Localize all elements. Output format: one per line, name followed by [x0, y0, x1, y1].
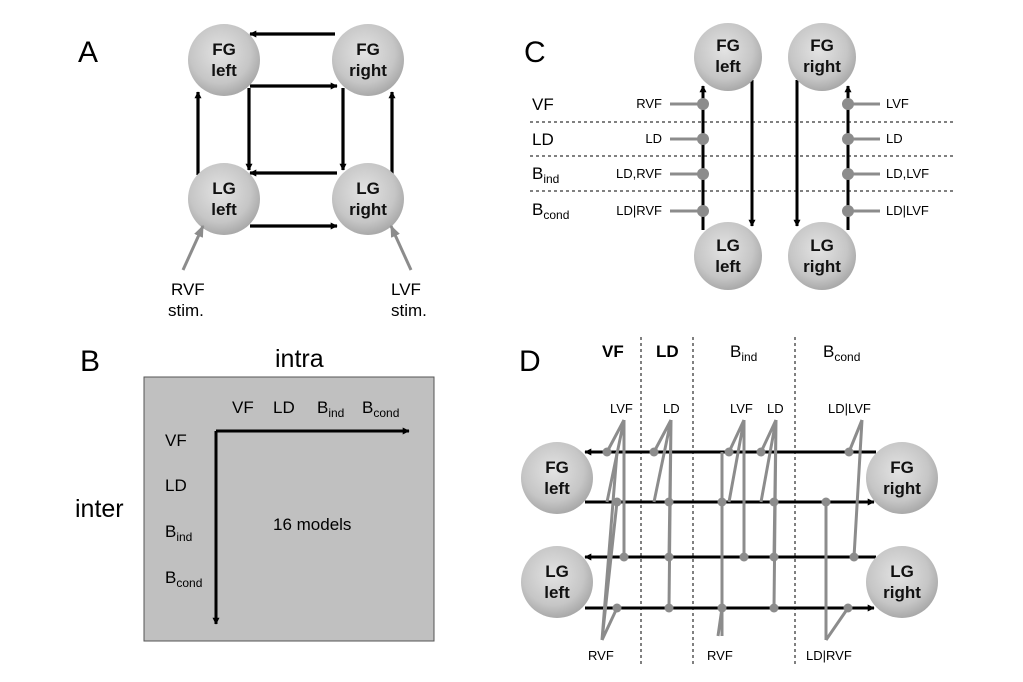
d-node-fg-right: FG right [866, 442, 938, 514]
svg-text:left: left [544, 583, 570, 602]
svg-text:FG: FG [356, 40, 380, 59]
svg-text:left: left [211, 200, 237, 219]
d-modulators [600, 419, 864, 641]
c-right-label-0: LVF [886, 96, 909, 111]
row-ld: LD [165, 476, 187, 495]
c-right-label-1: LD [886, 131, 903, 146]
c-node-lg-left: LG left [694, 222, 762, 290]
d-bottom-label-1: RVF [707, 648, 733, 663]
d-top-label-2: LVF [730, 401, 753, 416]
panel-a-letter: A [78, 36, 98, 69]
svg-text:FG: FG [810, 36, 834, 55]
d-node-fg-left: FG left [521, 442, 593, 514]
d-top-label-3: LD [767, 401, 784, 416]
svg-text:LG: LG [212, 179, 236, 198]
svg-text:LG: LG [810, 236, 834, 255]
d-header-bcond: Bcond [823, 342, 860, 364]
svg-text:right: right [803, 57, 841, 76]
panel-c: C VF LD Bind Bcond RVF LD [524, 23, 955, 290]
c-modulators [670, 98, 880, 217]
panel-d: D VF LD Bind Bcond [519, 337, 938, 665]
c-left-label-3: LD|RVF [616, 203, 662, 218]
d-header-bind: Bind [730, 342, 757, 364]
intra-label: intra [275, 345, 324, 373]
c-row-bcond: Bcond [532, 200, 569, 222]
svg-text:right: right [883, 479, 921, 498]
d-arrows [584, 448, 876, 612]
rvf-stim-label-1: RVF [171, 280, 205, 299]
lvf-stim-arrow [389, 224, 413, 271]
c-left-label-2: LD,RVF [616, 166, 662, 181]
c-node-fg-right: FG right [788, 23, 856, 91]
svg-text:LG: LG [716, 236, 740, 255]
panel-c-letter: C [524, 36, 546, 69]
c-left-label-0: RVF [636, 96, 662, 111]
svg-text:left: left [715, 257, 741, 276]
rvf-stim-label-2: stim. [168, 301, 204, 320]
d-bottom-label-2: LD|RVF [806, 648, 852, 663]
rvf-stim-arrow [181, 224, 205, 271]
lvf-stim-label-2: stim. [391, 301, 427, 320]
c-node-fg-left: FG left [694, 23, 762, 91]
c-row-ld: LD [532, 130, 554, 149]
svg-text:LG: LG [356, 179, 380, 198]
panel-b: B intra inter VF LD Bind Bcond VF LD Bin… [75, 345, 435, 642]
svg-text:right: right [349, 200, 387, 219]
lvf-stim-label-1: LVF [391, 280, 421, 299]
c-row-vf: VF [532, 95, 554, 114]
node-lg-left: LG left [188, 163, 260, 235]
models-box [143, 376, 435, 642]
d-top-label-1: LD [663, 401, 680, 416]
d-header-ld: LD [656, 342, 679, 361]
node-fg-left: FG left [188, 24, 260, 96]
d-node-lg-right: LG right [866, 546, 938, 618]
svg-text:FG: FG [716, 36, 740, 55]
panel-d-letter: D [519, 345, 541, 378]
c-row-bind: Bind [532, 164, 559, 186]
col-vf: VF [232, 398, 254, 417]
d-header-vf: VF [602, 342, 624, 361]
c-left-label-1: LD [645, 131, 662, 146]
svg-text:left: left [211, 61, 237, 80]
node-lg-right: LG right [332, 163, 404, 235]
d-bottom-label-0: RVF [588, 648, 614, 663]
svg-text:LG: LG [890, 562, 914, 581]
svg-text:right: right [803, 257, 841, 276]
c-node-lg-right: LG right [788, 222, 856, 290]
panel-a: A FG left FG right LG left [78, 24, 427, 320]
svg-text:right: right [349, 61, 387, 80]
node-fg-right: FG right [332, 24, 404, 96]
d-top-label-4: LD|LVF [828, 401, 871, 416]
panel-b-letter: B [80, 345, 100, 378]
panel-a-arrows [194, 30, 396, 230]
svg-text:left: left [715, 57, 741, 76]
svg-text:left: left [544, 479, 570, 498]
col-ld: LD [273, 398, 295, 417]
row-vf: VF [165, 431, 187, 450]
c-right-label-3: LD|LVF [886, 203, 929, 218]
svg-text:FG: FG [545, 458, 569, 477]
models-count: 16 models [273, 515, 351, 534]
svg-text:right: right [883, 583, 921, 602]
c-right-label-2: LD,LVF [886, 166, 929, 181]
panel-c-separators [530, 121, 955, 192]
svg-text:FG: FG [890, 458, 914, 477]
d-node-lg-left: LG left [521, 546, 593, 618]
d-dots [602, 447, 859, 613]
inter-label: inter [75, 495, 124, 523]
svg-text:LG: LG [545, 562, 569, 581]
svg-text:FG: FG [212, 40, 236, 59]
d-top-label-0: LVF [610, 401, 633, 416]
